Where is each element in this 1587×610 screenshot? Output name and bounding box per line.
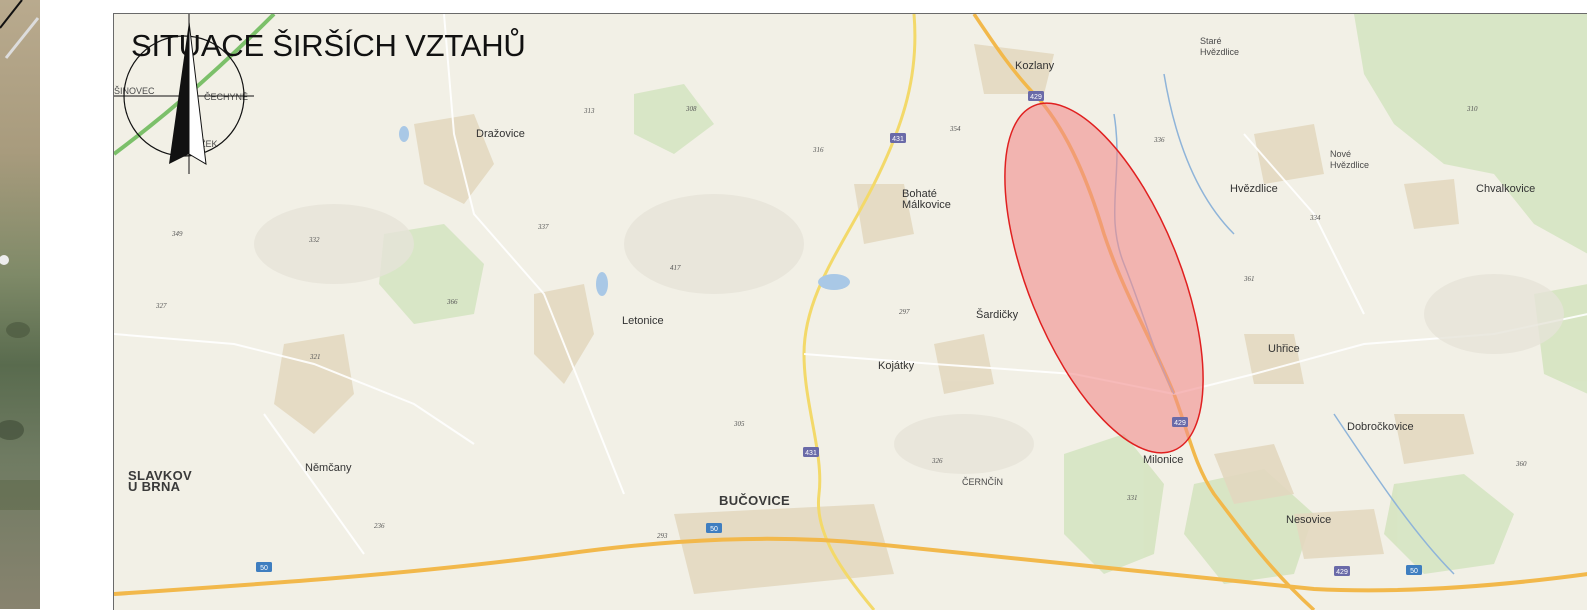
- place-label-chvalkovice: Chvalkovice: [1476, 183, 1536, 195]
- spot-height-label: 305: [733, 420, 745, 428]
- road-shield-label: 50: [260, 565, 268, 572]
- road-shield: 429: [1028, 91, 1044, 101]
- road-50: [114, 536, 1587, 596]
- place-label-kozlany: Kozlany: [1015, 60, 1055, 72]
- road-shield: 429: [1172, 417, 1188, 427]
- spot-height-label: 360: [1515, 460, 1527, 468]
- place-label-drazovice: Dražovice: [476, 128, 525, 140]
- highlighted-area[interactable]: [964, 77, 1244, 479]
- ponds: [399, 126, 850, 296]
- road-shield-label: 429: [1174, 420, 1186, 427]
- spot-heights: 349 332 327 337 321 366 417 313 316 308 297 305 326 3…: [155, 105, 1527, 540]
- spot-height-label: 337: [537, 223, 549, 231]
- road-shield-label: 431: [805, 450, 817, 457]
- road-431: [802, 14, 917, 610]
- road-shield-label: 50: [710, 526, 718, 533]
- spot-height-label: 293: [657, 532, 668, 540]
- terrain-shading: [254, 194, 1564, 474]
- road-shield-label: 429: [1030, 94, 1042, 101]
- road-shield: 50: [706, 523, 722, 533]
- road-shields: 429 431 429 431 429 50 50 50: [256, 91, 1422, 576]
- map-view[interactable]: 429 431 429 431 429 50 50 50 349 332 327 337 321 366…: [113, 13, 1587, 610]
- place-label-nemcany: Němčany: [305, 462, 352, 474]
- spot-height-label: 334: [1309, 214, 1321, 222]
- spot-height-label: 327: [155, 302, 167, 310]
- road-shield: 431: [803, 447, 819, 457]
- place-label-dobrockovice: Dobročkovice: [1347, 421, 1414, 433]
- place-label-bucovice: BUČOVICE: [719, 493, 791, 508]
- place-label-cechyne: ČECHYNĚ: [204, 92, 249, 102]
- road-shield-label: 429: [1336, 569, 1348, 576]
- north-arrow-icon: [114, 14, 254, 174]
- road-shield-label: 50: [1410, 568, 1418, 575]
- map-canvas: 429 431 429 431 429 50 50 50 349 332 327 337 321 366…: [114, 14, 1587, 610]
- place-label-stare-hvezdlice: Staré Hvězdlice: [1200, 36, 1240, 57]
- road-shield: 429: [1334, 566, 1350, 576]
- place-label-cernčin: ČERNČÍN: [962, 477, 1004, 487]
- spot-height-label: 331: [1126, 494, 1138, 502]
- spot-height-label: 308: [685, 105, 697, 113]
- spot-height-label: 297: [899, 308, 910, 316]
- spot-height-label: 236: [374, 522, 385, 530]
- place-label-nesovice: Nesovice: [1286, 514, 1332, 526]
- spot-height-label: 332: [308, 236, 320, 244]
- place-label-uhrice: Uhřice: [1268, 343, 1300, 355]
- place-label-milonice: Milonice: [1143, 454, 1184, 466]
- road-shield-label: 431: [892, 136, 904, 143]
- spot-height-label: 310: [1466, 105, 1478, 113]
- spot-height-label: 366: [446, 298, 458, 306]
- place-label-slavkov: SLAVKOV U BRNA: [128, 468, 192, 494]
- spot-height-label: 417: [670, 264, 681, 272]
- spot-height-label: 361: [1243, 275, 1255, 283]
- place-label-hvezdlice: Hvězdlice: [1230, 183, 1278, 195]
- place-label-sinovec: ŠINOVEC: [114, 86, 155, 96]
- place-label-bohate: Bohaté Málkovice: [902, 188, 951, 211]
- road-shield: 50: [1406, 565, 1422, 575]
- spot-height-label: 316: [812, 146, 824, 154]
- spot-height-label: 349: [171, 230, 183, 238]
- place-label-kojatky: Kojátky: [878, 360, 915, 372]
- spot-height-label: 321: [309, 353, 321, 361]
- place-label-sardicky: Šardičky: [976, 309, 1019, 321]
- spot-height-label: 326: [931, 457, 943, 465]
- road-shield: 431: [890, 133, 906, 143]
- map-title: SITUACE ŠIRŠÍCH VZTAHŮ: [131, 28, 526, 63]
- aerial-photo-strip: [0, 0, 40, 609]
- aerial-photo-texture: [0, 0, 40, 510]
- spot-height-label: 354: [949, 125, 961, 133]
- place-label-letonice: Letonice: [622, 315, 664, 327]
- road-shield: 50: [256, 562, 272, 572]
- place-label-nove-hvezdlice: Nové Hvězdlice: [1330, 149, 1370, 170]
- spot-height-label: 336: [1153, 136, 1165, 144]
- spot-height-label: 313: [583, 107, 595, 115]
